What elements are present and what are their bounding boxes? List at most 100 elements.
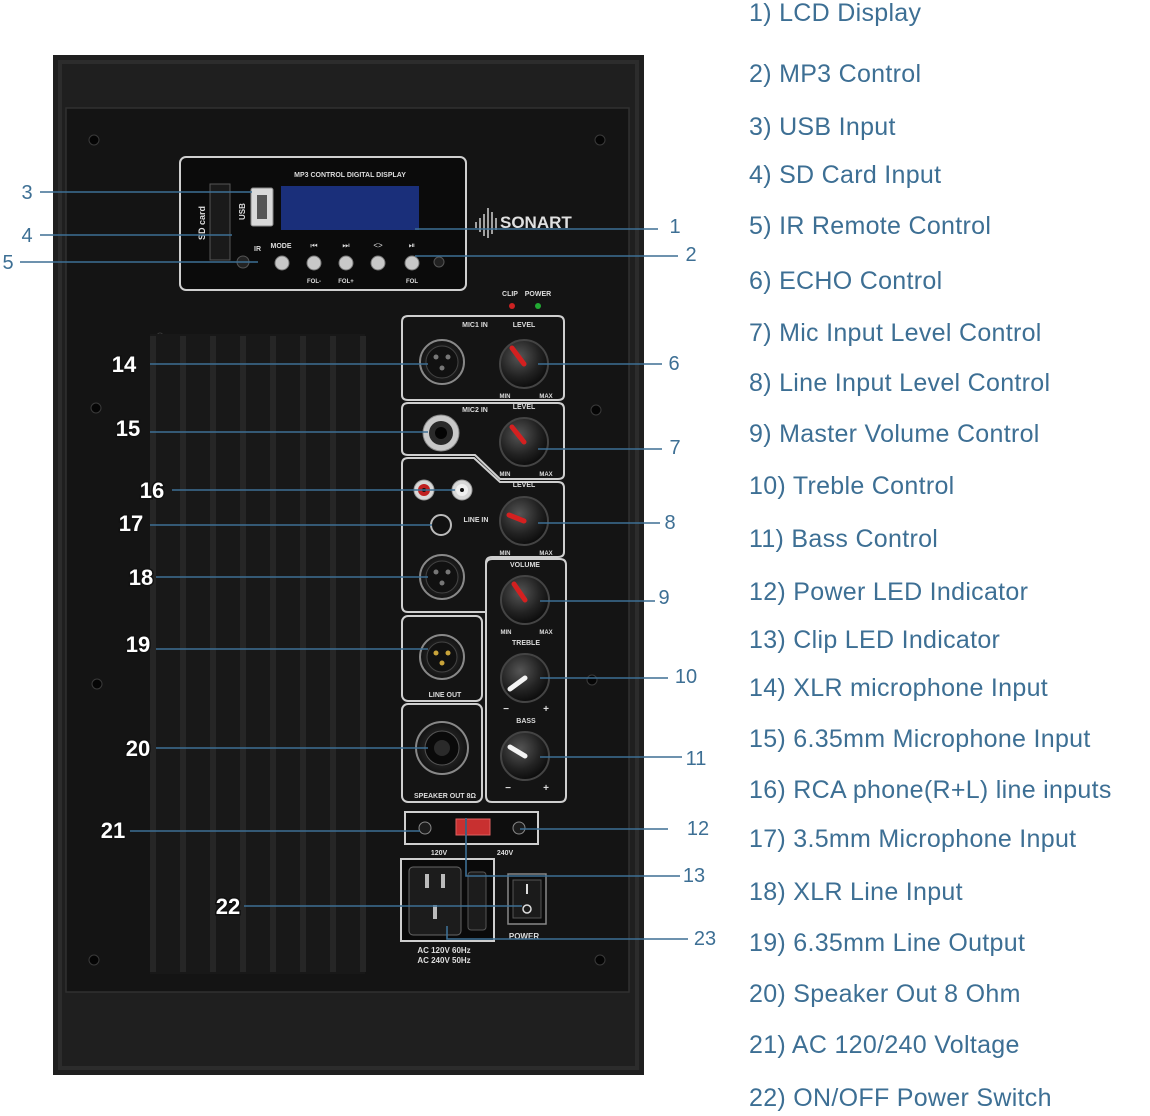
ir-label: IR xyxy=(254,246,261,253)
line-output-jack[interactable] xyxy=(419,634,465,680)
legend-item-19: 19) 6.35mm Line Output xyxy=(749,929,1026,957)
legend-item-5: 5) IR Remote Control xyxy=(749,212,992,240)
mode-label: MODE xyxy=(271,243,292,250)
callout-21: 21 xyxy=(101,818,125,843)
brand-logo: SONART xyxy=(500,213,572,232)
legend-item-12: 12) Power LED Indicator xyxy=(749,578,1029,606)
v120-label: 120V xyxy=(431,850,448,857)
bass-plus-label: + xyxy=(543,783,549,794)
volume-max-label: MAX xyxy=(539,630,552,636)
mic-level-knob[interactable] xyxy=(499,417,549,467)
play-label: ⏯ xyxy=(409,241,415,250)
legend-item-14: 14) XLR microphone Input xyxy=(749,674,1049,702)
line-min-label: MIN xyxy=(500,551,511,557)
next-label: ⏭ xyxy=(342,241,349,250)
prev-label: ⏮ xyxy=(310,241,317,250)
callout-8: 8 xyxy=(664,512,675,534)
callout-20: 20 xyxy=(126,736,150,761)
v240-label: 240V xyxy=(497,850,514,857)
ac-label-2: AC 240V 50Hz xyxy=(417,956,470,965)
echo-min-label: MIN xyxy=(500,394,511,400)
callout-9: 9 xyxy=(658,587,669,609)
callout-19: 19 xyxy=(126,632,150,657)
callout-6: 6 xyxy=(668,353,679,375)
heatsink xyxy=(150,334,366,974)
legend-item-7: 7) Mic Input Level Control xyxy=(749,319,1042,347)
legend-item-4: 4) SD Card Input xyxy=(749,161,942,189)
callout-4: 4 xyxy=(21,225,32,247)
legend-item-8: 8) Line Input Level Control xyxy=(749,369,1051,397)
volume-min-label: MIN xyxy=(501,630,512,636)
mic-min-label: MIN xyxy=(500,472,511,478)
ac-label-1: AC 120V 60Hz xyxy=(417,946,470,955)
control-section-frames xyxy=(401,315,567,803)
line-in-label: LINE IN xyxy=(464,517,489,524)
legend-item-3: 3) USB Input xyxy=(749,113,896,141)
treble-plus-label: + xyxy=(543,704,549,715)
mic-level-label: LEVEL xyxy=(513,404,536,411)
clip-led-label: CLIP xyxy=(502,291,518,298)
mic1-xlr-input[interactable] xyxy=(419,339,465,385)
legend-item-1: 1) LCD Display xyxy=(749,0,922,27)
repeat-button[interactable] xyxy=(370,255,386,271)
echo-level-label: LEVEL xyxy=(513,322,536,329)
treble-knob[interactable] xyxy=(500,653,550,703)
legend-item-18: 18) XLR Line Input xyxy=(749,878,963,906)
speaker-output-jack[interactable] xyxy=(415,721,469,775)
voltage-selector-switch[interactable] xyxy=(404,811,539,845)
callout-10: 10 xyxy=(675,666,697,688)
callout-1: 1 xyxy=(669,216,680,238)
callout-5: 5 xyxy=(2,252,13,274)
vol-minus-label: FOL- xyxy=(307,279,321,285)
mini-jack-input[interactable] xyxy=(430,514,452,536)
callout-12: 12 xyxy=(687,818,709,840)
master-volume-knob[interactable] xyxy=(500,575,550,625)
repeat-label: <> xyxy=(373,241,383,250)
vol-plus-label: FOL+ xyxy=(338,279,354,285)
sonart-logo: SONART xyxy=(475,208,572,238)
bass-label: BASS xyxy=(516,718,536,725)
callout-16: 16 xyxy=(140,478,164,503)
power-led xyxy=(535,303,541,309)
speaker-out-label: SPEAKER OUT 8Ω xyxy=(414,793,476,800)
legend-item-16: 16) RCA phone(R+L) line inputs xyxy=(749,776,1112,804)
legend-item-17: 17) 3.5mm Microphone Input xyxy=(749,825,1077,853)
callout-17: 17 xyxy=(119,511,143,536)
legend-item-15: 15) 6.35mm Microphone Input xyxy=(749,725,1091,753)
usb-label: USB xyxy=(238,203,247,220)
mp3-module: MP3 CONTROL DIGITAL DISPLAY SD card USB … xyxy=(179,156,467,291)
line-level-knob[interactable] xyxy=(499,496,549,546)
callout-11: 11 xyxy=(686,748,707,770)
clip-led xyxy=(509,303,515,309)
prev-button[interactable] xyxy=(306,255,322,271)
power-switch[interactable] xyxy=(507,873,547,925)
mic2-label: MIC2 IN xyxy=(462,407,488,414)
echo-max-label: MAX xyxy=(539,394,552,400)
speaker-panel-diagram: MP3 CONTROL DIGITAL DISPLAY SD card USB … xyxy=(2,55,716,1075)
mode-button[interactable] xyxy=(274,255,290,271)
bass-knob[interactable] xyxy=(500,731,550,781)
fol-label: FOL xyxy=(406,279,418,285)
legend-item-11: 11) Bass Control xyxy=(749,525,939,553)
legend-item-13: 13) Clip LED Indicator xyxy=(749,626,1001,654)
play-button[interactable] xyxy=(404,255,420,271)
sd-card-slot[interactable] xyxy=(209,183,231,261)
mic-max-label: MAX xyxy=(539,472,552,478)
callout-13: 13 xyxy=(683,865,705,887)
legend-item-9: 9) Master Volume Control xyxy=(749,420,1040,448)
lcd-display xyxy=(281,186,419,230)
mic2-jack-input[interactable] xyxy=(422,414,460,452)
next-button[interactable] xyxy=(338,255,354,271)
callout-23: 23 xyxy=(694,928,716,950)
sd-card-label: SD card xyxy=(197,206,207,240)
callout-14: 14 xyxy=(112,352,137,377)
callout-3: 3 xyxy=(21,182,32,204)
treble-label: TREBLE xyxy=(512,640,540,647)
callout-2: 2 xyxy=(685,244,696,266)
callout-15: 15 xyxy=(116,416,140,441)
bass-minus-label: − xyxy=(505,783,511,794)
mic1-label: MIC1 IN xyxy=(462,322,488,329)
callout-22: 22 xyxy=(216,894,240,919)
volume-label: VOLUME xyxy=(510,562,540,569)
